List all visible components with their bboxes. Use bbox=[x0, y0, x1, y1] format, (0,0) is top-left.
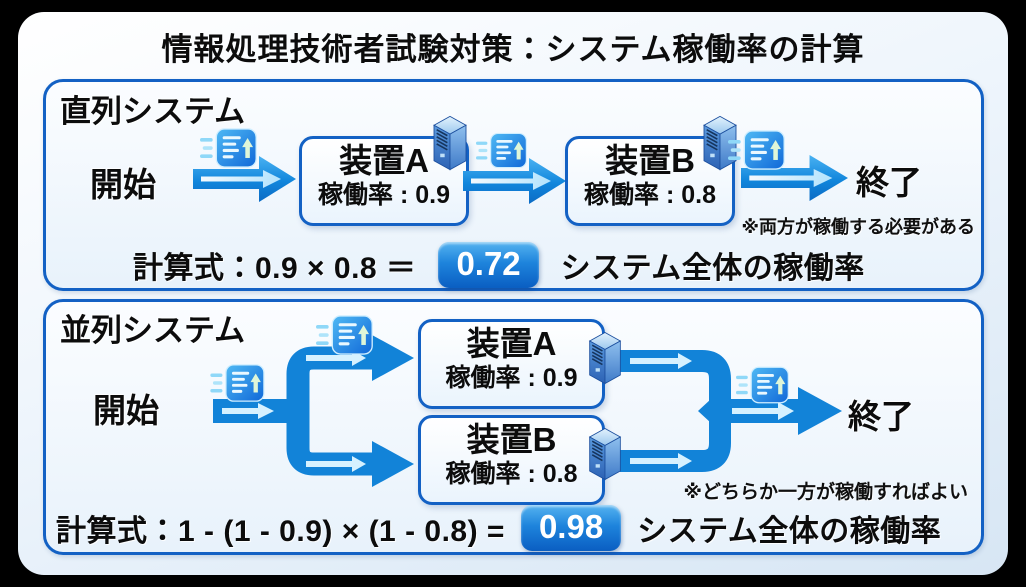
device-rate: 稼働率 : 0.9 bbox=[318, 181, 450, 209]
result-badge: 0.72 bbox=[438, 242, 539, 288]
formula-suffix: システム全体の稼働率 bbox=[560, 252, 865, 285]
data-packet-icon bbox=[476, 132, 528, 169]
device-rate: 稼働率 : 0.8 bbox=[584, 181, 716, 209]
series-device-a-box: 装置A 稼働率 : 0.9 bbox=[299, 136, 469, 226]
parallel-device-a-box: 装置A 稼働率 : 0.9 bbox=[418, 319, 605, 409]
parallel-heading: 並列システム bbox=[60, 313, 246, 348]
series-start-label: 開始 bbox=[90, 166, 156, 203]
device-rate: 稼働率 : 0.9 bbox=[445, 364, 578, 392]
device-name: 装置A bbox=[466, 325, 557, 362]
parallel-start-label: 開始 bbox=[93, 392, 159, 429]
page-title: 情報処理技術者試験対策：システム稼働率の計算 bbox=[161, 32, 865, 67]
parallel-device-b-box: 装置B 稼働率 : 0.8 bbox=[418, 415, 605, 505]
data-packet-icon bbox=[200, 128, 258, 168]
device-name: 装置A bbox=[339, 142, 429, 179]
series-formula: 計算式：0.9 × 0.8 ＝ 0.72 システム全体の稼働率 bbox=[133, 240, 865, 290]
series-note: ※両方が稼働する必要がある bbox=[741, 217, 976, 237]
series-device-b-box: 装置B 稼働率 : 0.8 bbox=[565, 136, 735, 226]
result-badge: 0.98 bbox=[520, 505, 622, 551]
formula-suffix: システム全体の稼働率 bbox=[637, 515, 942, 548]
device-name: 装置B bbox=[605, 142, 695, 179]
device-rate: 稼働率 : 0.8 bbox=[445, 460, 578, 488]
series-end-label: 終了 bbox=[856, 164, 922, 201]
data-packet-icon bbox=[728, 130, 786, 170]
parallel-note: ※どちらか一方が稼働すればよい bbox=[683, 482, 968, 503]
series-heading: 直列システム bbox=[60, 94, 246, 129]
data-packet-icon bbox=[316, 315, 374, 355]
server-icon bbox=[582, 424, 628, 484]
data-packet-icon bbox=[736, 366, 790, 404]
parallel-formula: 計算式：1 - (1 - 0.9) × (1 - 0.8) = 0.98 システ… bbox=[56, 503, 941, 553]
parallel-end-label: 終了 bbox=[848, 398, 914, 435]
device-name: 装置B bbox=[466, 421, 557, 458]
formula-expression: 計算式：0.9 × 0.8 ＝ bbox=[133, 252, 417, 285]
formula-expression: 計算式：1 - (1 - 0.9) × (1 - 0.8) = bbox=[56, 515, 505, 548]
data-packet-icon bbox=[210, 364, 266, 402]
server-icon bbox=[582, 328, 628, 388]
